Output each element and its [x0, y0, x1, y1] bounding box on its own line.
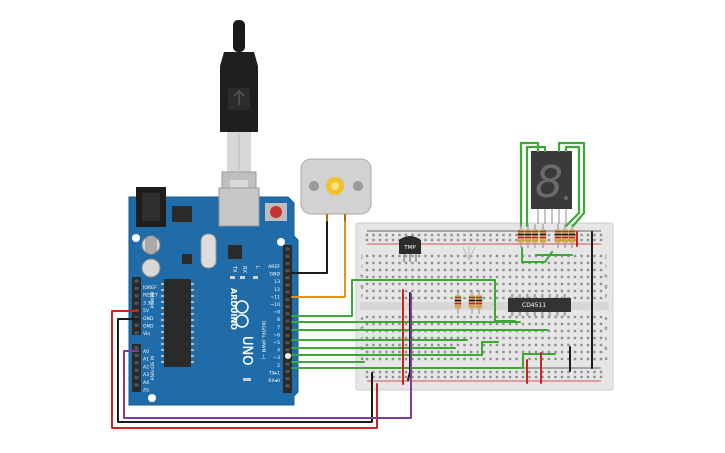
- header-pin-label: 8: [277, 317, 280, 323]
- breadboard-row-letter: b: [604, 346, 607, 352]
- header-pin-label: ~5: [273, 340, 280, 346]
- header-pin-label: 3.3V: [143, 300, 154, 306]
- header-pin-label: GND: [143, 316, 154, 322]
- ghost-component: [462, 246, 476, 261]
- header-pin-label: A5: [143, 388, 149, 394]
- ic-label: CD4511: [522, 302, 546, 309]
- header-pin-label: ~11: [270, 294, 280, 300]
- header-pin-label: A1: [143, 357, 149, 363]
- wire-5v-red: [111, 310, 378, 429]
- tx-led-label: TX: [231, 265, 237, 273]
- breadboard-row-letter: a: [360, 356, 363, 362]
- display-digit: 8: [535, 157, 563, 208]
- breadboard-row-letter: j: [360, 254, 362, 260]
- wire-bb-green-1: [521, 247, 553, 263]
- breadboard-row-letter: g: [604, 284, 607, 290]
- header-pin-label: A0: [143, 349, 149, 355]
- header-pin-label: ~9: [273, 310, 280, 316]
- header-pin-label: ~6: [273, 332, 280, 338]
- header-pin-label: 2: [277, 363, 280, 369]
- arduino-logo: [235, 300, 249, 328]
- resistor-breadboard-1: [454, 290, 462, 314]
- breadboard-row-letter: a: [604, 356, 607, 362]
- header-pin-label: 13: [274, 279, 280, 285]
- wires: [111, 141, 593, 429]
- breadboard-row-letter: e: [360, 316, 363, 322]
- resistor-display-0: [517, 224, 525, 248]
- breadboard-row-letter: g: [360, 284, 363, 290]
- seven-segment-display: 8: [531, 151, 572, 224]
- wire-display-green-left-2: [525, 145, 547, 228]
- l-led-label: L: [254, 266, 260, 269]
- wire-d4: [291, 341, 499, 356]
- breadboard-row-letter: j: [604, 254, 606, 260]
- wire-gnd-black: [117, 318, 373, 423]
- resistor-display-6: [568, 224, 576, 248]
- breadboard-row-letter: i: [605, 264, 606, 270]
- breadboard-row-letter: d: [604, 326, 607, 332]
- rx-led-label: RX: [241, 266, 247, 273]
- header-pin-label: GND: [269, 272, 280, 278]
- header-pin-label: TX▸1: [268, 370, 280, 376]
- cd4511-ic: CD4511: [508, 294, 571, 316]
- dc-motor: [300, 158, 372, 222]
- header-pin-label: AREF: [268, 264, 280, 270]
- breadboard-row-letter: f: [605, 294, 607, 300]
- breadboard-row-letter: h: [604, 274, 607, 280]
- wire-display-green-right: [557, 141, 586, 228]
- resistor-breadboard-2: [468, 290, 476, 314]
- wire-display-green-right-2: [564, 145, 581, 228]
- resistor-display-4: [554, 224, 562, 248]
- resistor-display-5: [561, 224, 569, 248]
- digital-section-label: DIGITAL (PWM ~): [260, 321, 266, 360]
- breadboard-row-letter: h: [360, 274, 363, 280]
- header-pin-label: 5V: [143, 308, 150, 314]
- breadboard-row-letter: c: [605, 336, 608, 342]
- wire-motor-black: [291, 221, 328, 274]
- sensor-label: TMP: [403, 245, 416, 251]
- header-pin-label: A4: [143, 380, 149, 386]
- breadboard-row-letter: i: [361, 264, 362, 270]
- header-pin-label: RX◂0: [268, 378, 280, 384]
- header-pin-label: RESET: [143, 293, 158, 299]
- resistor-display-1: [524, 224, 532, 248]
- header-pin-label: A2: [143, 364, 149, 370]
- temperature-sensor: TMP: [399, 236, 421, 262]
- arduino-uno-board: ARDUINO UNO TX RX L POWER ANALOG IN DIGI…: [128, 187, 299, 406]
- breadboard-row-letter: e: [604, 316, 607, 322]
- resistors: [454, 224, 576, 314]
- header-pin-label: 12: [274, 287, 280, 293]
- header-pin-label: A3: [143, 372, 149, 378]
- resistor-breadboard-3: [475, 290, 483, 314]
- wire-a0-purple: [123, 293, 412, 419]
- resistor-display-3: [539, 224, 547, 248]
- power-section-label: POWER: [150, 292, 156, 309]
- header-pin-label: ~10: [270, 302, 280, 308]
- wire-d2: [291, 353, 556, 369]
- resistor-display-2: [531, 224, 539, 248]
- arduino-brand-label: ARDUINO: [229, 288, 238, 330]
- header-pin-label: 4: [277, 348, 280, 354]
- header-pin-label: GND: [143, 324, 154, 330]
- arduino-model-label: UNO: [239, 336, 254, 365]
- wire-motor-orange: [291, 221, 346, 298]
- header-pin-label: IOREF: [143, 285, 157, 291]
- analog-section-label: ANALOG IN: [150, 355, 156, 380]
- header-pin-label: Vin: [143, 331, 150, 337]
- header-pin-label: ~3: [273, 355, 280, 361]
- header-pin-label: 7: [277, 325, 280, 331]
- breadboard-row-letter: f: [361, 294, 363, 300]
